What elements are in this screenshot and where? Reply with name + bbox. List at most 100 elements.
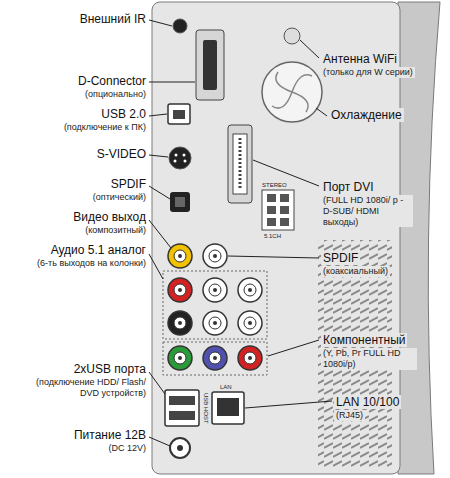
port-label: Видео выход xyxy=(2,210,146,224)
wifi-antenna xyxy=(284,28,300,44)
rca-pin xyxy=(248,321,252,325)
rca-ring xyxy=(238,311,262,335)
d-connector xyxy=(196,30,224,100)
usb-b-socket xyxy=(173,110,185,119)
rca-ring xyxy=(238,346,262,370)
audio-group-frame xyxy=(163,271,267,339)
rca-ring xyxy=(168,244,192,268)
port-label: D-Connector xyxy=(2,74,146,88)
rca-ring xyxy=(168,311,192,335)
port-label: 2xUSB порта xyxy=(2,362,146,376)
leader-lines xyxy=(149,20,332,446)
switch-cell xyxy=(267,194,276,202)
fan xyxy=(262,62,322,122)
switch-cell xyxy=(267,206,276,214)
rca-pin xyxy=(178,254,182,258)
port-note: (FULL HD 1080i/ p - D-SUB/ HDMI выходы) xyxy=(321,195,413,227)
rca-inner xyxy=(244,317,256,329)
rca-inner xyxy=(174,284,186,296)
switch-cell xyxy=(267,218,276,226)
switch-cell xyxy=(280,206,289,214)
rca-ring xyxy=(203,278,227,302)
lan-socket xyxy=(217,398,239,416)
switch-cells xyxy=(267,194,289,226)
dvi-socket xyxy=(233,134,247,194)
power-pin xyxy=(177,445,183,451)
d-connector-socket xyxy=(203,40,217,90)
rca-ring xyxy=(168,346,192,370)
rca-pin xyxy=(178,356,182,360)
port-label: Компонентный xyxy=(321,333,407,347)
rca-ring xyxy=(168,278,192,302)
switch-cell xyxy=(280,218,289,226)
rca-pin xyxy=(178,288,182,292)
usb-a-ports xyxy=(165,390,199,426)
svideo-pin xyxy=(175,154,178,157)
svideo-pin xyxy=(174,160,177,163)
port-note: (оптический) xyxy=(2,192,146,203)
port-label: SPDIF xyxy=(321,251,360,265)
port-label: Аудио 5.1 аналог xyxy=(2,243,146,257)
port-label: Питание 12В xyxy=(2,428,146,442)
panel-marking: 5.1CH xyxy=(264,233,304,239)
optical-socket xyxy=(175,197,185,207)
rca-inner xyxy=(174,352,186,364)
usb-a-slot xyxy=(169,396,195,405)
usb-a-slot xyxy=(169,411,195,420)
ir-port xyxy=(173,19,187,33)
fan-blades xyxy=(272,72,312,112)
port-note: (коаксиальный) xyxy=(321,266,390,277)
port-note: (подключение к ПК) xyxy=(2,122,146,133)
panel-marking: STEREO xyxy=(262,182,302,188)
port-note: (DC 12V) xyxy=(2,443,146,454)
rca-pin xyxy=(213,288,217,292)
port-note: (подключение HDD/ Flash/ DVD устройств) xyxy=(36,377,146,399)
rca-ring xyxy=(238,278,262,302)
rca-inner xyxy=(209,250,221,262)
stereo-switch xyxy=(262,190,294,230)
port-label: S-VIDEO xyxy=(2,147,146,161)
svideo-pin xyxy=(184,160,187,163)
port-note: (опционально) xyxy=(2,89,146,100)
port-label: LAN 10/100 xyxy=(334,395,401,409)
optical-port xyxy=(170,192,190,212)
rca-ring xyxy=(203,244,227,268)
port-label: USB 2.0 xyxy=(2,107,146,121)
port-note: (композитный) xyxy=(2,225,146,236)
port-note: (6-ть выходов на колонки) xyxy=(2,258,146,269)
rca-inner xyxy=(209,352,221,364)
switch-cell xyxy=(280,194,289,202)
rca-pin xyxy=(248,288,252,292)
port-note: (Y, Pb, Pr FULL HD 1080i/p) xyxy=(321,348,417,370)
dvi-port xyxy=(228,125,252,203)
rca-inner xyxy=(209,317,221,329)
rca-ring xyxy=(203,311,227,335)
svideo-pin xyxy=(183,154,186,157)
rca-inner xyxy=(244,284,256,296)
port-label: Антенна WiFi xyxy=(321,52,399,66)
panel-marking: LAN xyxy=(220,384,250,390)
lan-port xyxy=(212,392,244,424)
rca-pin xyxy=(213,321,217,325)
rca-inner xyxy=(244,352,256,364)
component-group-frame xyxy=(163,342,267,375)
port-note: (только для W серии) xyxy=(321,67,415,78)
rca-inner xyxy=(174,250,186,262)
rca-inner xyxy=(174,317,186,329)
port-label: Порт DVI xyxy=(321,180,376,194)
power-jack xyxy=(170,438,190,458)
svideo-port xyxy=(169,147,191,169)
rca-ring xyxy=(203,346,227,370)
usb-b-port xyxy=(168,104,190,124)
port-label: Охлаждение xyxy=(329,108,404,122)
port-label: SPDIF xyxy=(2,177,146,191)
rca-pin xyxy=(248,356,252,360)
panel-marking: USB HOST xyxy=(203,393,209,423)
rca-pin xyxy=(213,356,217,360)
rca-jacks xyxy=(168,244,262,370)
port-note: (RJ45) xyxy=(334,410,365,421)
dvi-pins xyxy=(239,138,242,190)
rca-pin xyxy=(213,254,217,258)
rca-inner xyxy=(209,284,221,296)
port-label: Внешний IR xyxy=(2,12,146,26)
